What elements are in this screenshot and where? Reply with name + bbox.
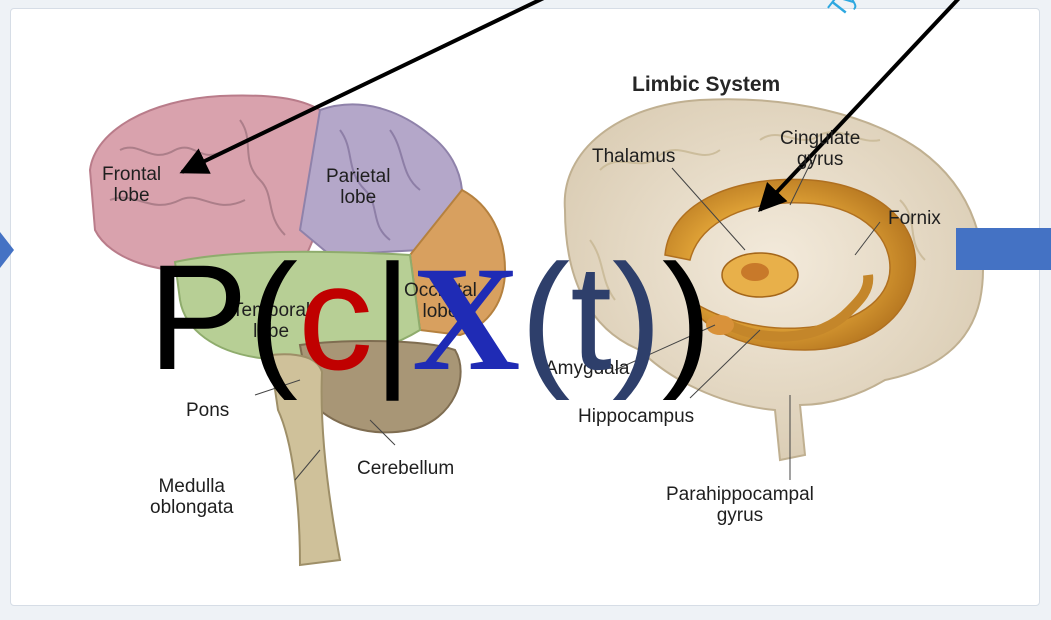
formula-p: P [148, 222, 248, 412]
label-frontal-lobe: Frontal lobe [102, 164, 161, 206]
probability-formula: P ( c | X (t) ) [148, 222, 712, 412]
label-medulla-oblongata: Medulla oblongata [150, 476, 233, 518]
formula-close-paren: ) [662, 222, 712, 412]
label-cerebellum: Cerebellum [357, 458, 454, 479]
label-thalamus: Thalamus [592, 146, 675, 167]
label-parietal-lobe: Parietal lobe [326, 166, 390, 208]
formula-t-group: (t) [520, 222, 662, 412]
label-fornix: Fornix [888, 208, 941, 229]
formula-bar: | [373, 222, 412, 412]
limbic-system-title: Limbic System [632, 74, 780, 95]
formula-open-paren: ( [248, 222, 298, 412]
formula-x: X [412, 224, 520, 414]
label-parahippocampal-gyrus: Parahippocampal gyrus [666, 484, 814, 526]
left-chevron-icon [0, 232, 14, 268]
label-cingulate-gyrus: Cingulate gyrus [780, 128, 860, 170]
formula-c: c [298, 222, 373, 412]
right-arrow-icon [956, 228, 1051, 270]
